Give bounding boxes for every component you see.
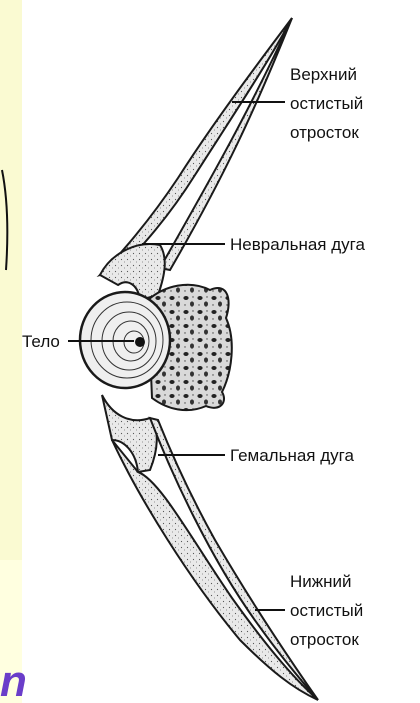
overlay-text-fragment: n	[0, 657, 27, 703]
label-haemal-arch: Гемальная дуга	[230, 446, 354, 465]
previous-figure-edge	[2, 170, 7, 270]
label-body: Тело	[22, 332, 60, 351]
neural-arch-strut	[160, 18, 292, 270]
label-neural-arch: Невральная дуга	[230, 235, 365, 254]
label-upper-spine: Верхний остистый отросток	[290, 65, 368, 142]
label-lower-spine: Нижний остистый отросток	[290, 572, 368, 649]
